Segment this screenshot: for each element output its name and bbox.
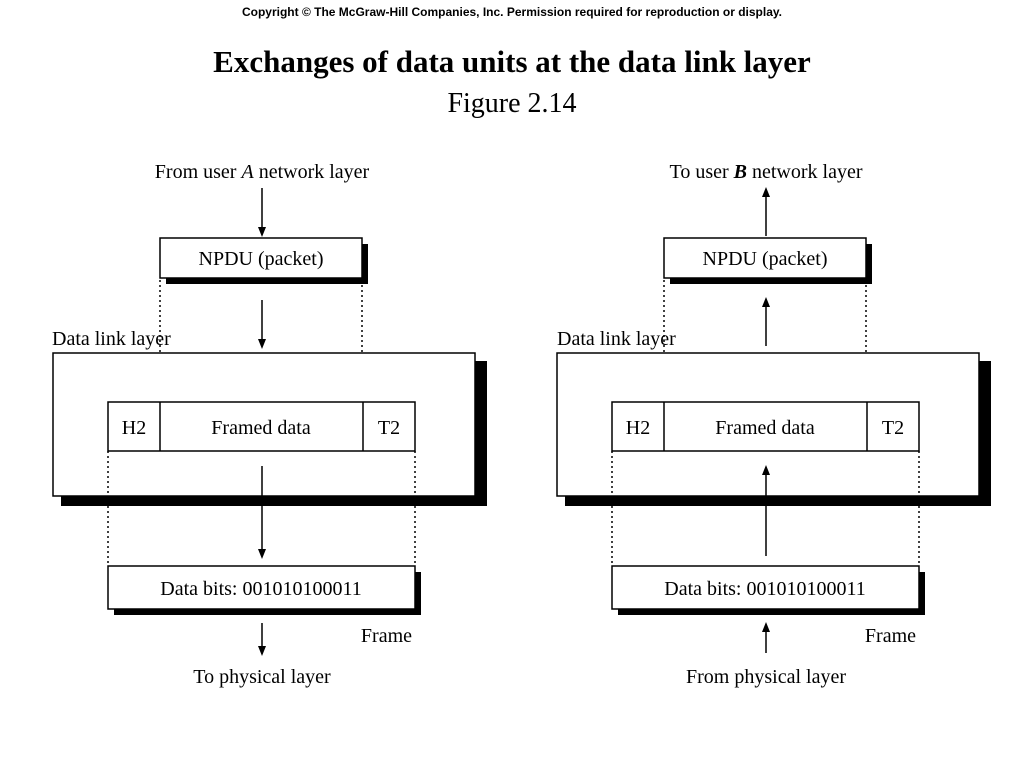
receiver-bottom-label: From physical layer — [686, 666, 846, 688]
receiver-frame-row: H2 Framed data T2 — [611, 401, 920, 452]
sender-panel: From user A network layer NPDU (packet) … — [52, 161, 487, 688]
sender-layer-label: Data link layer — [52, 328, 171, 350]
sender-framed-data-cell: Framed data — [211, 417, 311, 439]
receiver-npdu-label: NPDU (packet) — [703, 248, 828, 270]
sender-npdu-label: NPDU (packet) — [199, 248, 324, 270]
receiver-top-label: To user B network layer — [670, 161, 863, 183]
receiver-data-bits-box: Data bits: 001010100011 — [611, 565, 925, 615]
sender-trailer-cell: T2 — [378, 417, 400, 439]
sender-data-bits-box: Data bits: 001010100011 — [107, 565, 421, 615]
receiver-frame-label: Frame — [865, 625, 916, 647]
copyright-notice: Copyright © The McGraw-Hill Companies, I… — [241, 5, 783, 19]
sender-top-label: From user A network layer — [155, 161, 370, 183]
receiver-panel: To user B network layer NPDU (packet) Da… — [556, 161, 991, 688]
receiver-framed-data-cell: Framed data — [715, 417, 815, 439]
sender-npdu-box: NPDU (packet) — [159, 237, 368, 284]
receiver-trailer-cell: T2 — [882, 417, 904, 439]
receiver-npdu-box: NPDU (packet) — [663, 237, 872, 284]
receiver-header-cell: H2 — [626, 417, 650, 439]
sender-data-bits-label: Data bits: 001010100011 — [160, 578, 361, 600]
sender-bottom-label: To physical layer — [193, 666, 331, 688]
receiver-data-bits-label: Data bits: 001010100011 — [664, 578, 865, 600]
page-title: Exchanges of data units at the data link… — [213, 44, 811, 79]
sender-header-cell: H2 — [122, 417, 146, 439]
sender-frame-row: H2 Framed data T2 — [107, 401, 416, 452]
receiver-layer-label: Data link layer — [557, 328, 676, 350]
figure-caption: Figure 2.14 — [447, 88, 577, 119]
sender-frame-label: Frame — [361, 625, 412, 647]
